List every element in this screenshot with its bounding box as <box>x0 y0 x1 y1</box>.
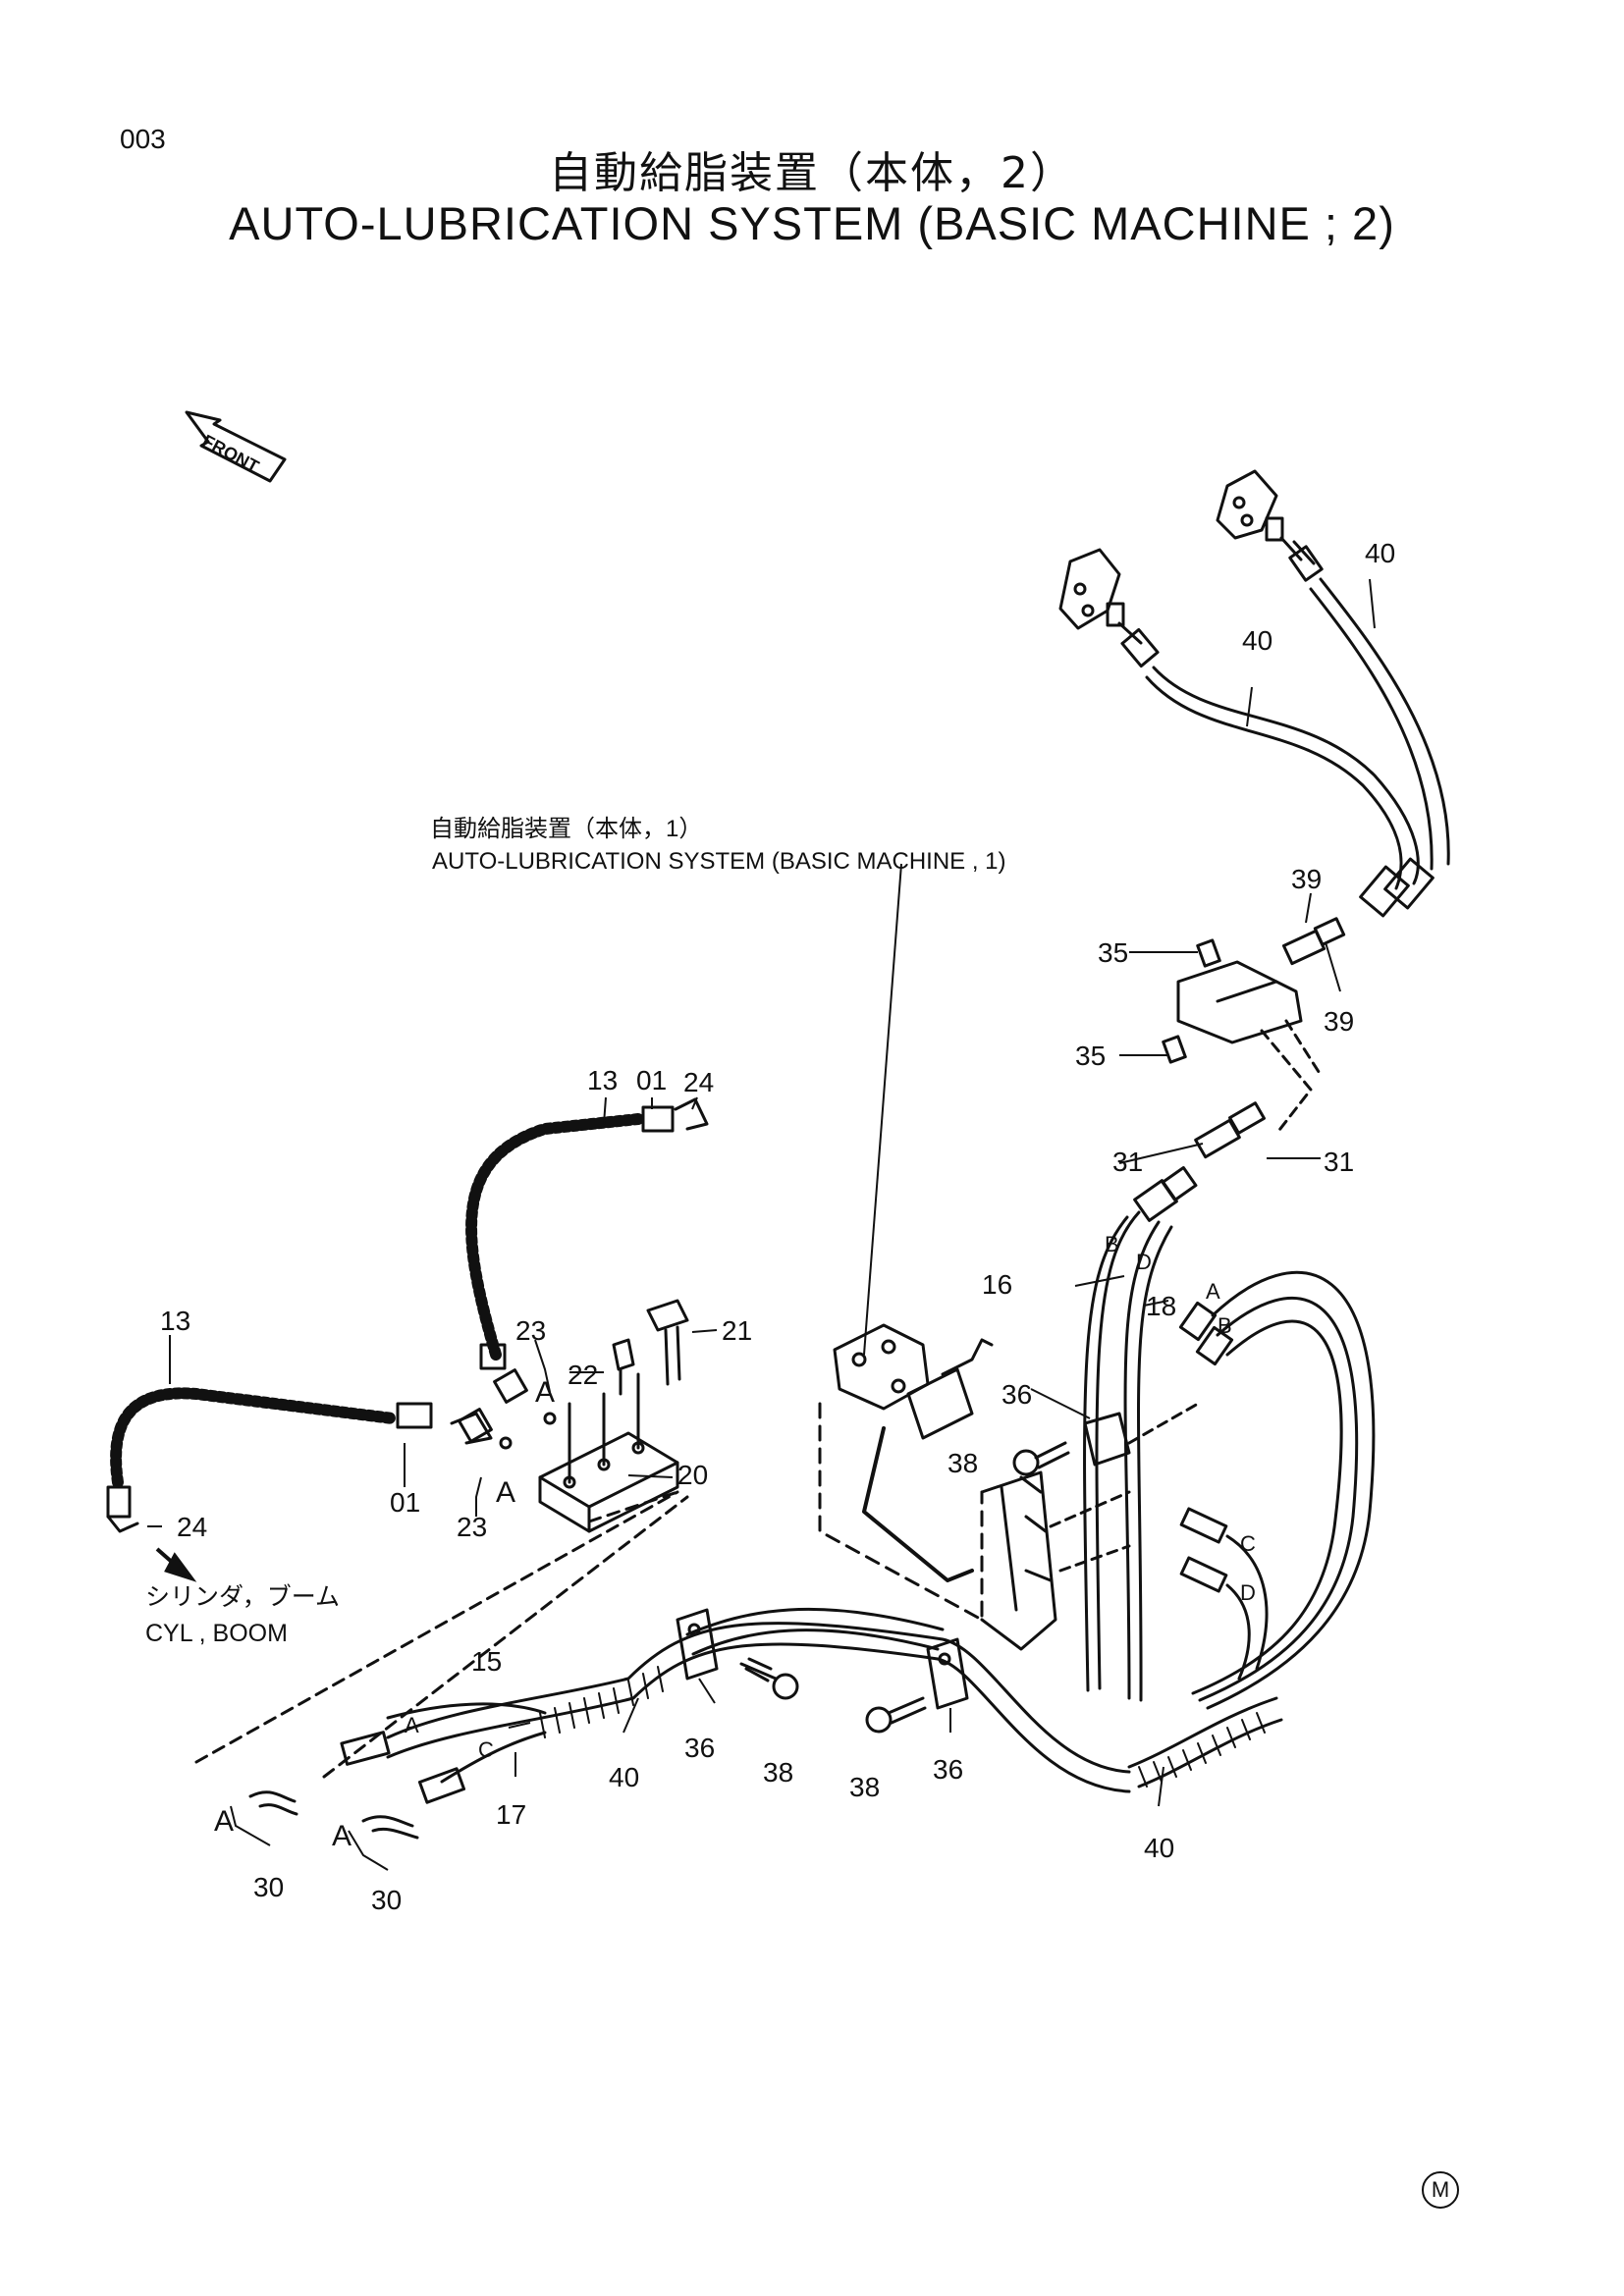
callout-17: 17 <box>496 1799 526 1830</box>
reference-note-jp: 自動給脂装置（本体，1） <box>430 816 702 842</box>
front-label: FRONT <box>199 431 262 477</box>
callout-35-c: 36 <box>933 1754 963 1785</box>
letter-b-right: B <box>1218 1313 1232 1338</box>
hose-38-inner <box>1152 666 1420 885</box>
fitting-21 <box>612 1338 635 1396</box>
callout-35-a: 36 <box>1001 1379 1032 1410</box>
upper-bracket-left <box>1058 548 1160 668</box>
page-number: 003 <box>120 124 166 154</box>
callout-13-a: 13 <box>587 1065 618 1095</box>
title-japanese: 自動給脂装置（本体，2） <box>549 148 1075 198</box>
clamp-35-right <box>926 1637 969 1710</box>
grease-pump-unit <box>818 1323 1200 1651</box>
letter-a-22: A <box>535 1376 555 1409</box>
letter-d-top: D <box>1136 1250 1152 1274</box>
title-english: AUTO-LUBRICATION SYSTEM (BASIC MACHINE ;… <box>229 197 1395 249</box>
hose-38-outer <box>1319 577 1450 866</box>
bolt-20 <box>646 1299 689 1386</box>
bolt-36-a <box>739 1657 799 1700</box>
callout-35-b: 36 <box>684 1733 715 1763</box>
callout-39-b: 39 <box>1324 1006 1354 1037</box>
letter-a-right: A <box>1206 1279 1220 1304</box>
clamp-35-upper <box>1083 1412 1131 1467</box>
callout-30-a: 31 <box>1112 1147 1143 1177</box>
destination-note-en: CYL , BOOM <box>145 1620 288 1647</box>
callout-36-c: 38 <box>849 1772 880 1802</box>
arrow-icon <box>155 1547 197 1582</box>
hose-13-upper <box>465 1097 709 1370</box>
callout-23-b: 24 <box>177 1512 207 1542</box>
callout-31-b: 35 <box>1075 1041 1106 1071</box>
callout-20: 21 <box>722 1315 752 1346</box>
hose-13-lower <box>106 1387 493 1533</box>
callout-15: 15 <box>471 1646 502 1677</box>
bolt-36-c <box>1012 1441 1070 1476</box>
callout-40-a: 40 <box>1144 1833 1174 1863</box>
callout-40-b: 40 <box>609 1762 639 1792</box>
callout-38-a: 40 <box>1365 538 1395 568</box>
callout-22-a: 23 <box>515 1315 546 1346</box>
callout-18: 18 <box>1146 1291 1176 1321</box>
front-arrow-icon <box>185 410 287 483</box>
letter-d-right: D <box>1240 1580 1256 1605</box>
callout-38-b: 40 <box>1242 625 1272 656</box>
letter-a-24a: A <box>214 1805 234 1838</box>
hose-16 <box>1095 1210 1141 1690</box>
callout-22-b: 23 <box>457 1512 487 1542</box>
harness-lower <box>386 1622 1131 1774</box>
letter-a-hose: A <box>405 1713 419 1737</box>
destination-note-jp: シリンダ，ブーム <box>145 1583 340 1611</box>
callout-30-b: 31 <box>1324 1147 1354 1177</box>
bolt-36-b <box>865 1696 927 1734</box>
callout-31-a: 35 <box>1098 937 1128 968</box>
letter-a-24b: A <box>332 1820 352 1852</box>
callout-19: 20 <box>677 1460 708 1490</box>
letter-c-hose: C <box>478 1737 494 1762</box>
upper-bracket-right <box>1216 469 1324 582</box>
callout-36-a: 38 <box>947 1448 978 1478</box>
letter-a-22b: A <box>496 1476 515 1509</box>
reference-note-en: AUTO-LUBRICATION SYSTEM (BASIC MACHINE ,… <box>432 848 1006 875</box>
callout-16: 16 <box>982 1269 1012 1300</box>
hose-18 <box>1123 1220 1161 1700</box>
hose-17 <box>440 1731 547 1784</box>
callout-01-a: 01 <box>636 1065 667 1095</box>
manifold-block-19 <box>538 1372 679 1533</box>
callout-24-a: 30 <box>253 1872 284 1902</box>
callout-23-a: 24 <box>683 1067 714 1097</box>
letter-c-right: C <box>1240 1531 1256 1556</box>
callout-39-a: 39 <box>1291 864 1322 894</box>
hose-40-right <box>1127 1696 1278 1769</box>
letter-b-top: B <box>1105 1232 1119 1256</box>
corner-m-mark: M <box>1422 2171 1459 2209</box>
callout-13-b: 13 <box>160 1306 190 1336</box>
callout-24-b: 30 <box>371 1885 402 1915</box>
callout-36-b: 38 <box>763 1757 793 1788</box>
clamp-35-left <box>676 1608 719 1681</box>
callout-21: 22 <box>568 1360 598 1390</box>
callout-01-b: 01 <box>390 1487 420 1518</box>
junction-block-31 <box>1162 917 1346 1064</box>
